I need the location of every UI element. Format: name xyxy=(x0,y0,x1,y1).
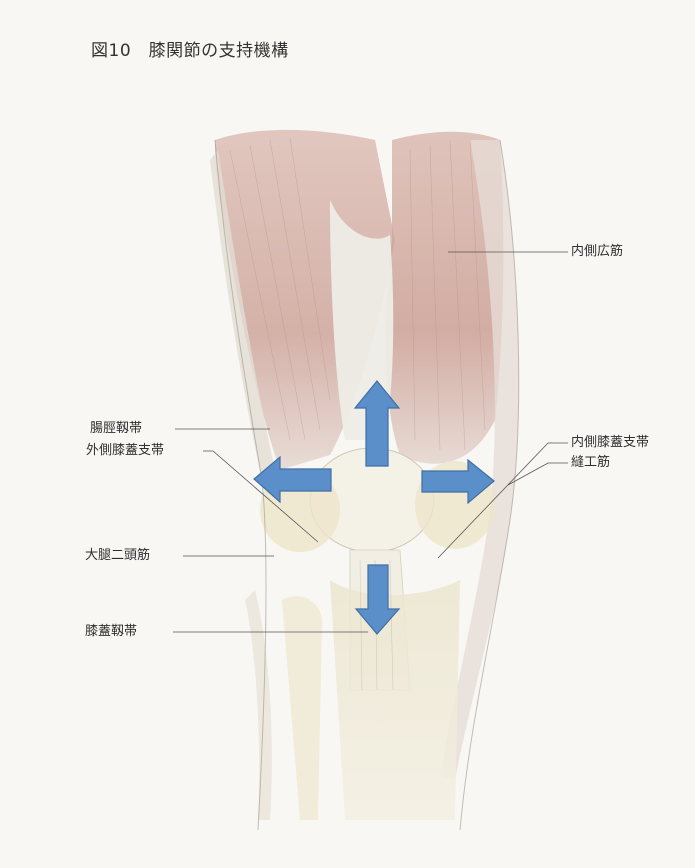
label-patellar-ligament: 膝蓋靱帯 xyxy=(85,624,137,640)
leader-sartorius xyxy=(508,463,568,485)
fibula-shape xyxy=(282,596,322,820)
tibia-shape xyxy=(330,580,460,820)
label-medial-retinaculum: 内側膝蓋支帯 xyxy=(571,435,649,451)
label-vastus-medialis: 内側広筋 xyxy=(571,244,623,260)
lower-leg xyxy=(245,550,460,820)
label-sartorius: 縫工筋 xyxy=(571,455,610,471)
label-iliotibial-band: 腸脛靱帯 xyxy=(90,421,142,437)
lateral-leg-shape xyxy=(245,590,272,820)
label-biceps-femoris: 大腿二頭筋 xyxy=(85,548,150,564)
label-lateral-retinaculum: 外側膝蓋支帯 xyxy=(86,443,164,459)
